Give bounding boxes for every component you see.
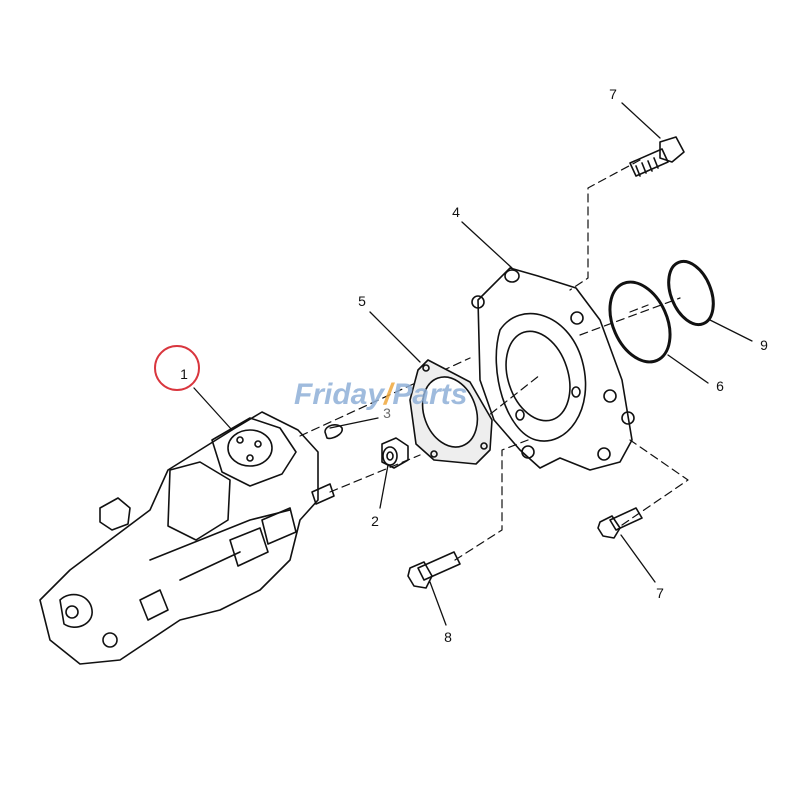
o-ring-small-9: [667, 259, 715, 327]
callout-3[interactable]: 3: [383, 405, 391, 421]
bolt-upper-7: [629, 136, 685, 177]
callout-7-lower[interactable]: 7: [656, 585, 664, 601]
leader-lines: [193, 102, 753, 626]
nut-2: [381, 437, 409, 469]
watermark-slash: /: [384, 378, 393, 411]
injection-pump-1: [39, 411, 335, 665]
callout-8[interactable]: 8: [444, 629, 452, 645]
assembly-lines: [299, 159, 689, 561]
callout-4[interactable]: 4: [452, 204, 460, 220]
bolt-lower-right-7: [597, 507, 643, 539]
callout-7-upper[interactable]: 7: [609, 86, 617, 102]
bolt-lower-8: [407, 551, 461, 589]
adapter-housing-4: [471, 267, 635, 471]
gasket-5: [409, 359, 493, 465]
callout-1[interactable]: 1: [180, 366, 188, 382]
watermark-logo: Friday/Parts: [294, 378, 467, 412]
key-3: [324, 423, 343, 440]
watermark-text-left: Friday: [294, 378, 385, 411]
callout-2[interactable]: 2: [371, 513, 379, 529]
o-ring-large-6: [608, 280, 672, 364]
highlight-ring: [154, 345, 200, 391]
callout-6[interactable]: 6: [716, 378, 724, 394]
callout-5[interactable]: 5: [358, 293, 366, 309]
watermark-text-right: Parts: [392, 378, 468, 411]
callout-9[interactable]: 9: [760, 337, 768, 353]
